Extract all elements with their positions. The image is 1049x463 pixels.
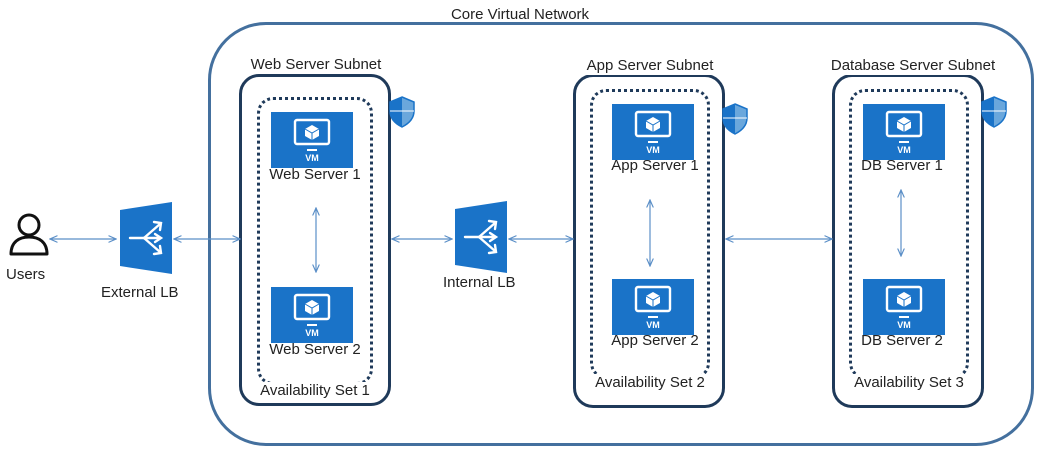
- shield-icon: [722, 103, 748, 135]
- vm-icon: [885, 110, 923, 143]
- vnet-title: Core Virtual Network: [450, 6, 590, 23]
- vm-badge: VM: [305, 153, 319, 163]
- vm-tile-db-server-2: VM: [863, 279, 945, 335]
- server-label-app-2: App Server 2: [611, 332, 699, 349]
- users-label: Users: [6, 266, 46, 283]
- app-server-subnet: [573, 74, 725, 408]
- vm-icon: [293, 293, 331, 326]
- vm-badge: VM: [897, 320, 911, 330]
- database-server-subnet: [832, 74, 984, 408]
- vm-tile-db-server-1: VM: [863, 104, 945, 160]
- vm-badge: VM: [646, 320, 660, 330]
- vm-tile-app-server-1: VM: [612, 104, 694, 160]
- availability-set-1-label: Availability Set 1: [250, 382, 380, 400]
- server-label-web-1: Web Server 1: [269, 166, 361, 183]
- vm-icon: [634, 110, 672, 143]
- shield-icon: [389, 96, 415, 128]
- core-virtual-network: [208, 22, 1034, 446]
- vm-icon: [293, 118, 331, 151]
- subnet-title-db: Database Server Subnet: [820, 57, 1006, 75]
- vm-badge: VM: [897, 145, 911, 155]
- internal-load-balancer-icon: [455, 201, 507, 273]
- external-lb-label: External LB: [101, 284, 179, 301]
- vm-tile-web-server-2: VM: [271, 287, 353, 343]
- availability-set-2-label: Availability Set 2: [585, 374, 715, 392]
- server-label-db-2: DB Server 2: [861, 332, 943, 349]
- subnet-title-web: Web Server Subnet: [230, 56, 402, 74]
- shield-icon: [981, 96, 1007, 128]
- vm-tile-web-server-1: VM: [271, 112, 353, 168]
- vm-icon: [634, 285, 672, 318]
- user-icon: [9, 213, 49, 256]
- external-load-balancer-icon: [120, 202, 172, 274]
- server-label-app-1: App Server 1: [611, 157, 699, 174]
- availability-set-3-label: Availability Set 3: [844, 374, 974, 392]
- server-label-db-1: DB Server 1: [861, 157, 943, 174]
- subnet-title-app: App Server Subnet: [564, 57, 736, 75]
- vm-badge: VM: [305, 328, 319, 338]
- internal-lb-label: Internal LB: [443, 274, 516, 291]
- server-label-web-2: Web Server 2: [269, 341, 361, 358]
- vm-badge: VM: [646, 145, 660, 155]
- vm-tile-app-server-2: VM: [612, 279, 694, 335]
- vm-icon: [885, 285, 923, 318]
